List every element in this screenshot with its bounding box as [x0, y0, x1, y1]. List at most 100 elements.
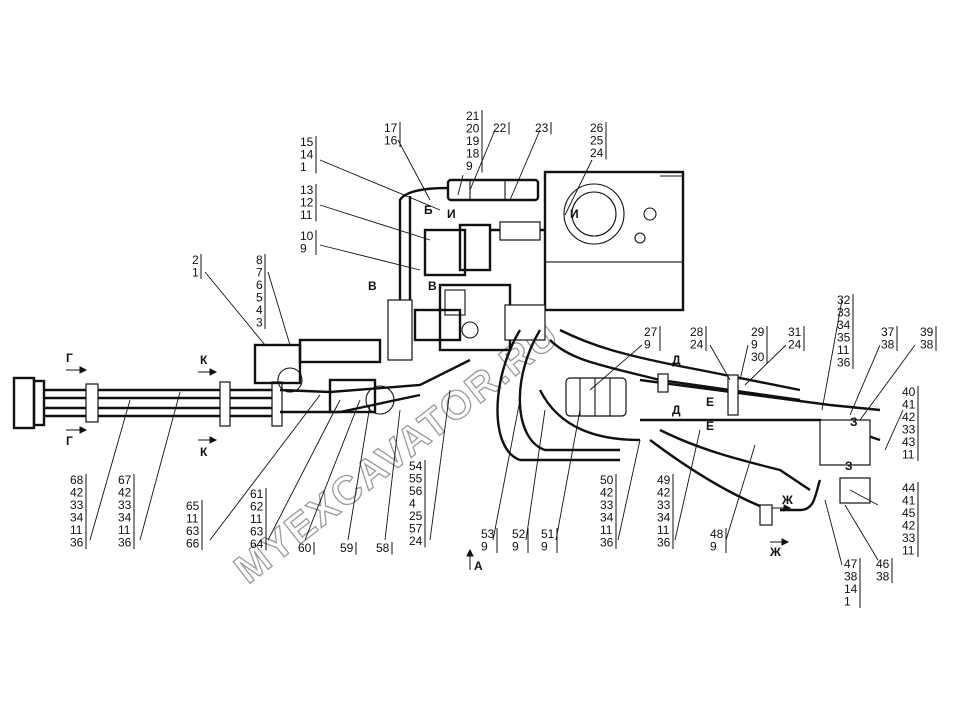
callout-line: 11 — [70, 523, 83, 537]
callout-line: 33 — [657, 498, 671, 512]
callout-line: 24 — [590, 146, 604, 160]
callout-line: 11 — [300, 208, 313, 222]
callout-line: 67 — [118, 473, 132, 487]
callout-c-58: 58 — [376, 541, 393, 555]
callout-c-2-1: 21 — [192, 253, 202, 280]
callout-line: 9 — [481, 540, 488, 554]
callout-line: 2 — [192, 253, 199, 267]
control-valve-block — [413, 283, 546, 352]
section-mark-K-top: К — [200, 353, 208, 367]
callout-line: 12 — [300, 196, 314, 210]
callout-c-59: 59 — [340, 541, 357, 555]
callout-line: 51 — [541, 527, 555, 541]
section-mark-D-2: Д — [672, 403, 681, 417]
callout-line: 50 — [600, 473, 614, 487]
callout-line: 9 — [300, 242, 307, 256]
callout-line: 41 — [902, 398, 916, 412]
callout-line: 42 — [657, 486, 671, 500]
callout-line: 16 — [384, 134, 398, 148]
section-mark-Zh-2: Ж — [769, 545, 781, 559]
callout-line: 14 — [300, 148, 314, 162]
callout-line: 11 — [837, 343, 850, 357]
section-mark-Z-2: З — [845, 459, 853, 473]
callout-line: 42 — [902, 519, 916, 533]
callout-line: 48 — [710, 527, 724, 541]
callout-line: 9 — [512, 540, 519, 554]
top-pipe-assembly — [387, 178, 545, 361]
callout-c-23: 23 — [535, 121, 552, 135]
callout-line: 47 — [844, 557, 858, 571]
section-mark-G-bot: Г — [66, 434, 73, 448]
callout-line: 64 — [250, 537, 264, 551]
callout-line: 62 — [250, 500, 264, 514]
center-hose-loops — [496, 328, 801, 462]
callout-line: 56 — [409, 484, 423, 498]
callout-line: 11 — [902, 448, 915, 462]
callout-line: 14 — [844, 582, 858, 596]
callout-line: 46 — [876, 557, 890, 571]
callout-line: 20 — [466, 122, 480, 136]
section-mark-E-2: Е — [706, 419, 714, 433]
callout-line: 9 — [466, 159, 473, 173]
callout-line: 25 — [409, 509, 423, 523]
callout-line: 42 — [600, 486, 614, 500]
callout-line: 4 — [409, 497, 416, 511]
callout-line: 60 — [298, 541, 312, 555]
callout-line: 9 — [644, 338, 651, 352]
callout-line: 63 — [250, 525, 264, 539]
hydraulic-tank — [543, 170, 685, 312]
callout-line: 1 — [192, 266, 199, 280]
callout-line: 44 — [902, 481, 916, 495]
callout-c-10-9: 109 — [300, 229, 317, 256]
callout-line: 42 — [70, 486, 84, 500]
section-mark-E-1: Е — [706, 395, 714, 409]
callout-line: 38 — [881, 338, 895, 352]
callout-line: 55 — [409, 472, 423, 486]
callout-line: 33 — [600, 498, 614, 512]
callout-line: 5 — [256, 291, 263, 305]
callout-line: 42 — [902, 410, 916, 424]
callout-line: 30 — [751, 350, 765, 364]
callout-line: 54 — [409, 459, 423, 473]
callout-line: 27 — [644, 325, 658, 339]
callout-line: 33 — [902, 423, 916, 437]
callout-line: 4 — [256, 303, 263, 317]
left-motor-group — [253, 338, 395, 415]
callout-line: 9 — [710, 540, 717, 554]
callout-line: 25 — [590, 134, 604, 148]
callout-line: 3 — [256, 316, 263, 330]
callout-line: 11 — [657, 523, 670, 537]
callout-line: 38 — [876, 570, 890, 584]
section-arrows — [66, 366, 792, 570]
callout-line: 57 — [409, 522, 423, 536]
callout-line: 13 — [300, 183, 314, 197]
callout-line: 32 — [837, 293, 851, 307]
callout-c-60: 60 — [298, 541, 315, 555]
callout-c-51-9: 519 — [541, 527, 558, 554]
section-mark-I-2: И — [570, 207, 579, 221]
callout-line: 17 — [384, 121, 398, 135]
section-mark-Z-1: З — [850, 415, 858, 429]
callout-line: 24 — [409, 534, 423, 548]
callout-c-22: 22 — [493, 121, 510, 135]
callout-c-53-9: 539 — [481, 527, 498, 554]
callout-line: 43 — [902, 435, 916, 449]
